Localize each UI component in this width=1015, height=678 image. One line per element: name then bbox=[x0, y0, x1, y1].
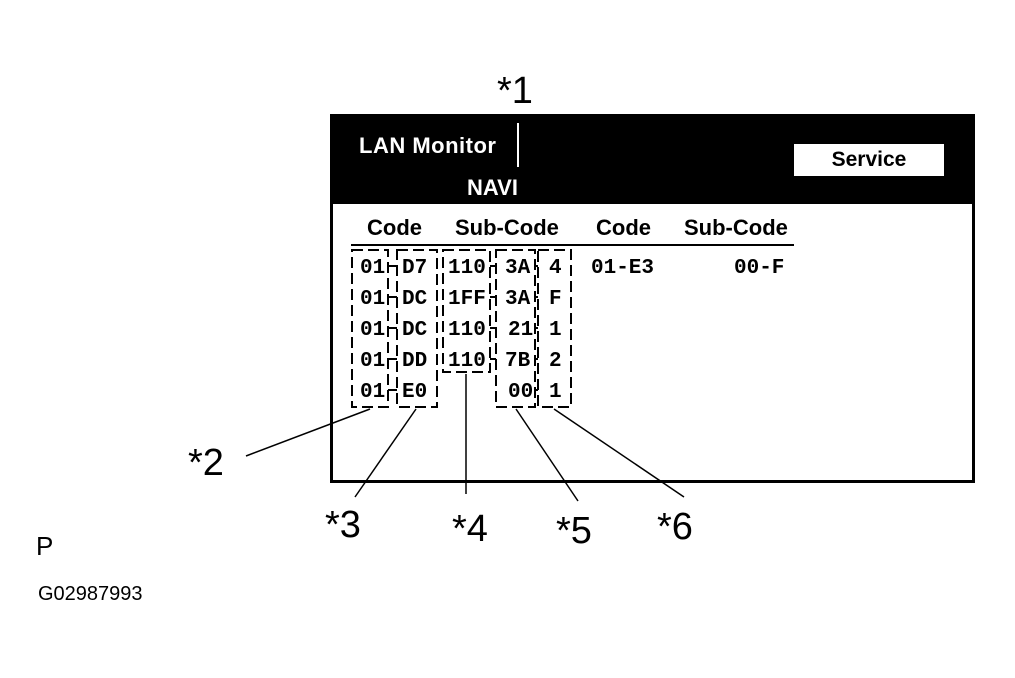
row5-sub-detail: 00 bbox=[508, 381, 534, 404]
callout-6: *6 bbox=[657, 506, 693, 548]
row2-info: F bbox=[549, 288, 562, 311]
screen-title: LAN Monitor bbox=[359, 133, 497, 158]
col-header-subcode-2: Sub-Code bbox=[684, 215, 788, 240]
row1-sub-code: D7 bbox=[402, 257, 428, 280]
row3-sub-detail: 21 bbox=[508, 319, 534, 342]
row4-info: 2 bbox=[549, 350, 562, 373]
row4-sub-code: DD bbox=[402, 350, 428, 373]
row1-info: 4 bbox=[549, 257, 562, 280]
row4-detail: 110 bbox=[448, 350, 486, 373]
row3-code: 01 bbox=[360, 319, 386, 342]
callout-3: *3 bbox=[325, 504, 361, 546]
header-rule bbox=[351, 244, 794, 246]
device-name: NAVI bbox=[467, 175, 518, 200]
row2-detail: 1FF bbox=[448, 288, 486, 311]
screen-header: LAN Monitor NAVI Service bbox=[333, 117, 972, 204]
right-sub-code: 00-F bbox=[734, 257, 785, 280]
row3-detail: 110 bbox=[448, 319, 486, 342]
col-header-code-2: Code bbox=[596, 215, 651, 240]
row3-sub-code: DC bbox=[402, 319, 428, 342]
row2-sub-code: DC bbox=[402, 288, 428, 311]
callout-1: *1 bbox=[497, 70, 533, 112]
row5-code: 01 bbox=[360, 381, 386, 404]
title-divider bbox=[517, 123, 519, 167]
figure-id: G02987993 bbox=[38, 583, 143, 605]
callout-2: *2 bbox=[188, 442, 224, 484]
right-code: 01-E3 bbox=[591, 257, 655, 280]
row4-sub-detail: 7B bbox=[505, 350, 531, 373]
lan-monitor-screen: LAN Monitor NAVI Service Code Sub-Code C… bbox=[330, 114, 975, 483]
row1-detail: 110 bbox=[448, 257, 486, 280]
col-header-code-1: Code bbox=[367, 215, 422, 240]
row1-code: 01 bbox=[360, 257, 386, 280]
row1-sub-detail: 3A bbox=[505, 257, 531, 280]
row2-code: 01 bbox=[360, 288, 386, 311]
service-button[interactable]: Service bbox=[793, 143, 945, 177]
row2-sub-detail: 3A bbox=[505, 288, 531, 311]
callout-4: *4 bbox=[452, 508, 488, 550]
row4-code: 01 bbox=[360, 350, 386, 373]
callout-5: *5 bbox=[556, 510, 592, 552]
col-header-subcode-1: Sub-Code bbox=[455, 215, 559, 240]
row5-sub-code: E0 bbox=[402, 381, 428, 404]
row3-info: 1 bbox=[549, 319, 562, 342]
row5-info: 1 bbox=[549, 381, 562, 404]
figure-letter: P bbox=[36, 531, 54, 561]
